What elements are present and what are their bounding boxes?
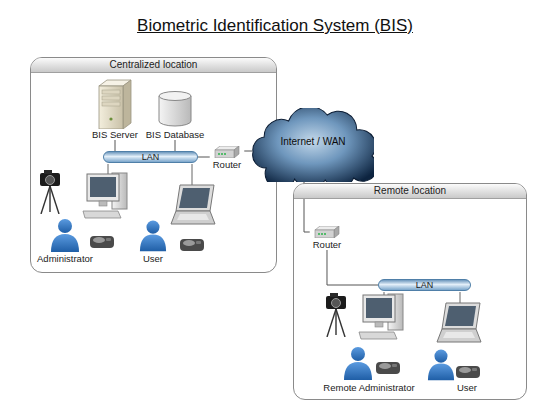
user-label: Remote Administrator	[323, 382, 414, 393]
fingerprint-scanner	[376, 362, 400, 374]
router-icon	[315, 226, 339, 238]
laptop-icon	[171, 185, 215, 224]
user-label: User	[457, 382, 477, 393]
fingerprint-scanner	[90, 236, 114, 248]
user-label: Administrator	[37, 253, 93, 264]
location-group: Centralized locationBIS Server BIS Databa…	[30, 57, 277, 273]
lan-drop	[192, 164, 193, 185]
network-link	[244, 151, 252, 152]
device-node: BIS Server	[89, 78, 141, 140]
device-node: BIS Database	[143, 90, 208, 140]
person-icon	[428, 350, 454, 381]
lan-drop	[108, 164, 109, 174]
network-cloud: Internet / WAN	[252, 108, 374, 182]
location-group: Remote locationRouterLAN	[293, 183, 527, 400]
person-icon	[51, 219, 79, 252]
node-label: BIS Database	[146, 129, 205, 140]
fingerprint-scanner	[456, 366, 480, 378]
database-icon	[159, 92, 191, 127]
node-label: BIS Server	[92, 129, 138, 140]
network-link	[175, 140, 176, 151]
camera-icon	[326, 293, 346, 337]
node-label: Router	[313, 239, 342, 250]
group-heading: Centralized location	[31, 58, 276, 73]
laptop-icon	[437, 303, 481, 342]
person-icon	[140, 221, 166, 252]
node-label: Internet / WAN	[280, 136, 345, 147]
node-label: LAN	[416, 280, 434, 290]
lan-bus: LAN	[103, 151, 198, 163]
network-link	[115, 140, 116, 151]
fingerprint-scanner	[180, 239, 204, 251]
user-label: User	[143, 253, 163, 264]
group-heading: Remote location	[294, 184, 526, 199]
person-icon	[344, 347, 372, 380]
router-icon	[215, 146, 239, 158]
cloud-outline	[253, 108, 374, 182]
device-node: Router	[210, 146, 245, 170]
camera-icon	[40, 170, 60, 214]
lan-drop	[460, 292, 461, 304]
lan-bus: LAN	[378, 279, 471, 291]
desktop-icon	[359, 294, 403, 339]
node-label: LAN	[142, 152, 160, 162]
diagram-title: Biometric Identification System (BIS)	[0, 16, 550, 36]
network-link	[327, 250, 378, 285]
server-icon	[99, 80, 131, 129]
desktop-icon	[83, 173, 127, 218]
device-node: Router	[310, 226, 345, 250]
node-label: Router	[213, 159, 242, 170]
network-link	[198, 157, 210, 158]
